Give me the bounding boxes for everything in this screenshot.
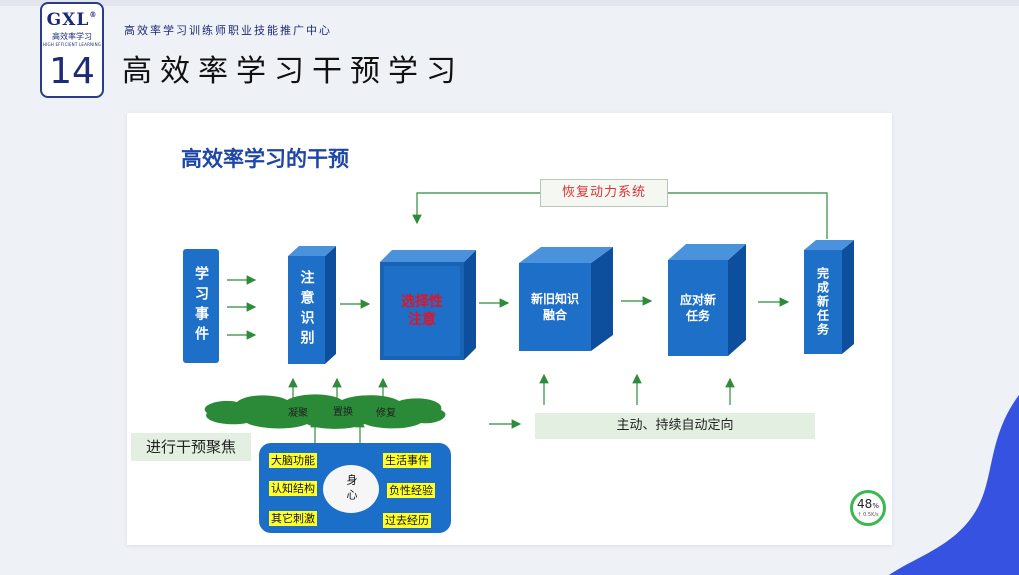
cloud-label-3: 修复 — [376, 408, 396, 419]
logo-en: HIGH EFFICIENT LEARNING — [42, 42, 102, 47]
goal-label: 主动、持续自动定向 — [535, 413, 815, 439]
box-fusion-top — [519, 247, 613, 263]
box-complete-side — [842, 240, 854, 354]
box-attention-top — [288, 246, 336, 256]
logo-brand: GXL® — [46, 10, 98, 30]
mind-tag-life: 生活事件 — [383, 453, 431, 468]
mind-tag-cognition: 认知结构 — [269, 481, 317, 496]
cloud-label-1: 凝聚 — [288, 408, 308, 419]
box-selective-attention: 选择性注意 — [380, 262, 464, 360]
logo-badge: GXL® 高效率学习 HIGH EFFICIENT LEARNING 14 — [40, 2, 104, 98]
decorative-corner-shape — [889, 395, 1019, 575]
box-attention: 注意识别 — [288, 256, 325, 364]
diagram-title: 高效率学习的干预 — [181, 147, 349, 171]
box-task-side — [728, 244, 746, 356]
logo-cn: 高效率学习 — [52, 32, 92, 41]
diagram-panel: 高效率学习的干预 恢复动力系统 — [127, 113, 892, 545]
mind-tag-brain: 大脑功能 — [269, 453, 317, 468]
focus-label: 进行干预聚焦 — [131, 433, 251, 461]
page-subtitle: 高效率学习训练师职业技能推广中心 — [124, 24, 332, 37]
box-selective-top — [380, 250, 476, 262]
box-learning-event: 学习事件 — [183, 249, 219, 363]
page-title: 高效率学习干预学习 — [122, 54, 464, 89]
feedback-label: 恢复动力系统 — [540, 179, 668, 207]
network-speed-widget[interactable]: 48% ↑ 0.5K/s — [850, 490, 886, 526]
page-number: 14 — [49, 51, 95, 92]
box-fusion-side — [591, 247, 613, 351]
box-new-task: 应对新任务 — [668, 260, 728, 356]
box-attention-side — [325, 246, 336, 364]
box-task-top — [668, 244, 746, 260]
top-bar — [0, 0, 1019, 6]
box-complete-task: 完成新任务 — [804, 250, 842, 354]
mind-body-panel: 大脑功能 认知结构 其它刺激 生活事件 负性经验 过去经历 身心 — [259, 443, 451, 533]
mind-tag-negative: 负性经验 — [387, 483, 435, 498]
box-fusion: 新旧知识融合 — [519, 263, 591, 351]
mind-tag-past: 过去经历 — [383, 513, 431, 528]
diagram-connectors — [204, 192, 854, 443]
box-complete-top — [804, 240, 854, 250]
mind-tag-other: 其它刺激 — [269, 511, 317, 526]
cloud-label-2: 置换 — [333, 407, 353, 418]
cloud-shape — [204, 394, 446, 429]
mind-center-circle: 身心 — [323, 465, 379, 513]
box-selective-side — [464, 250, 476, 360]
